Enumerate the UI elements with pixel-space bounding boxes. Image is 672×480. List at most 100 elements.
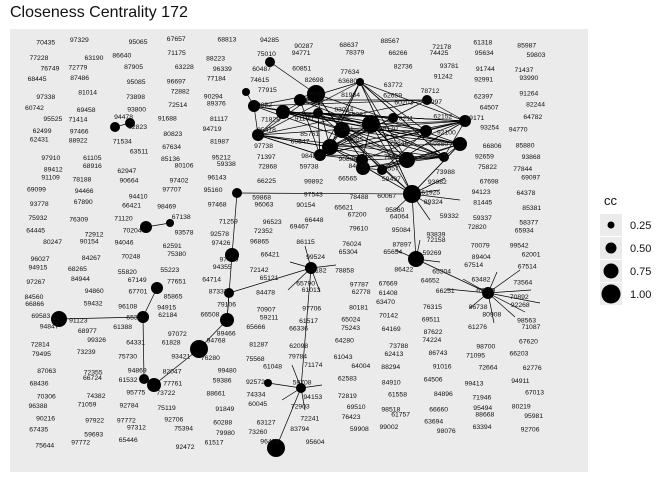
node-label: 92572 — [246, 379, 265, 386]
node-label: 82244 — [526, 102, 545, 109]
network-node — [482, 287, 494, 299]
node-label: 91190 — [295, 116, 314, 123]
chart-title: Closeness Centrality 172 — [10, 4, 188, 21]
node-label: 86743 — [429, 350, 448, 357]
network-edge — [257, 81, 361, 136]
network-edge — [411, 143, 461, 195]
node-label: 67620 — [519, 338, 538, 345]
network-node — [453, 137, 467, 151]
node-label: 61828 — [162, 339, 181, 346]
node-label: 95084 — [392, 227, 411, 234]
node-label: 97772 — [117, 417, 136, 424]
network-node — [307, 85, 325, 103]
node-label: 94860 — [85, 288, 104, 295]
node-label: 94847 — [40, 324, 59, 331]
node-label: 94768 — [207, 338, 226, 345]
node-label: 71059 — [78, 401, 97, 408]
node-label: 67699 — [476, 288, 495, 295]
node-label: 91688 — [158, 115, 177, 122]
node-label: 97426 — [212, 240, 231, 247]
node-label: 97543 — [304, 192, 323, 199]
node-label: 91744 — [476, 66, 495, 73]
network-edge — [257, 134, 445, 158]
network-edge — [153, 348, 200, 386]
node-label: 68265 — [68, 266, 87, 273]
node-label: 83044 — [334, 107, 353, 114]
node-label: 95212 — [212, 154, 231, 161]
node-label: 75845 — [390, 140, 409, 147]
node-label: 94410 — [129, 193, 148, 200]
node-label: 74382 — [87, 393, 106, 400]
network-edge — [257, 99, 428, 136]
network-node — [265, 57, 275, 67]
node-label: 77228 — [30, 55, 49, 62]
network-edge — [381, 130, 427, 171]
node-label: 71259 — [219, 219, 238, 226]
node-label: 88668 — [475, 412, 494, 419]
node-label: 66806 — [483, 143, 502, 150]
node-label: 96523 — [263, 219, 282, 226]
node-label: 95085 — [127, 79, 146, 86]
node-label: 74334 — [247, 392, 266, 399]
node-label: 94478 — [114, 114, 133, 121]
node-label: 71175 — [167, 50, 186, 57]
network-edge — [359, 81, 408, 161]
node-label: 92578 — [210, 231, 229, 238]
node-label: 96063 — [255, 202, 274, 209]
node-label: 68916 — [83, 163, 102, 170]
node-label: 60067 — [377, 193, 396, 200]
node-label: 98518 — [381, 406, 400, 413]
network-edge — [315, 93, 331, 148]
node-label: 67013 — [525, 389, 544, 396]
node-label: 72664 — [479, 364, 498, 371]
legend-key-3 — [601, 284, 621, 304]
node-label: 62823 — [128, 124, 147, 131]
node-label: 98529 — [430, 153, 449, 160]
node-label: 98482 — [301, 153, 320, 160]
node-label: 67669 — [379, 280, 398, 287]
node-label: 61318 — [473, 40, 492, 47]
node-label: 68977 — [78, 328, 97, 335]
node-label: 75119 — [157, 405, 176, 412]
node-label: 91109 — [41, 175, 60, 182]
node-label: 66182 — [308, 268, 327, 275]
network-node — [459, 115, 471, 127]
node-label: 78188 — [73, 176, 92, 183]
node-label: 74425 — [430, 50, 449, 57]
node-label: 66985 — [344, 137, 363, 144]
node-label: 71946 — [472, 394, 491, 401]
node-label: 93839 — [427, 232, 446, 239]
node-label: 75380 — [167, 251, 186, 258]
node-label: 64050 — [307, 91, 326, 98]
node-label: 77651 — [167, 279, 186, 286]
node-label: 87897 — [393, 241, 412, 248]
node-label: 59908 — [350, 426, 369, 433]
node-label: 99326 — [87, 337, 106, 344]
network-node — [225, 248, 239, 262]
node-label: 89404 — [472, 254, 491, 261]
node-label: 64064 — [390, 213, 409, 220]
node-label: 59338 — [217, 161, 236, 168]
node-label: 76423 — [342, 414, 361, 421]
node-label: 65654 — [383, 249, 402, 256]
network-edge — [275, 387, 302, 449]
node-label: 79784 — [288, 354, 307, 361]
network-edge — [253, 93, 317, 107]
node-label: 71828 — [261, 117, 280, 124]
node-label: 77844 — [513, 166, 532, 173]
node-label: 78488 — [350, 194, 369, 201]
network-edge — [381, 120, 466, 171]
node-label: 62151 — [305, 99, 324, 106]
network-node — [125, 118, 135, 128]
node-label: 60487 — [252, 66, 271, 73]
node-label: 84267 — [82, 255, 101, 262]
node-label: 62001 — [522, 252, 541, 259]
node-label: 98469 — [157, 204, 176, 211]
node-label: 70211 — [395, 115, 414, 122]
node-label: 59332 — [440, 213, 459, 220]
node-label: 63190 — [85, 55, 104, 62]
node-label: 71095 — [466, 353, 485, 360]
node-label: 84269 — [349, 163, 368, 170]
node-label: 62947 — [117, 168, 136, 175]
node-label: 82736 — [394, 63, 413, 70]
